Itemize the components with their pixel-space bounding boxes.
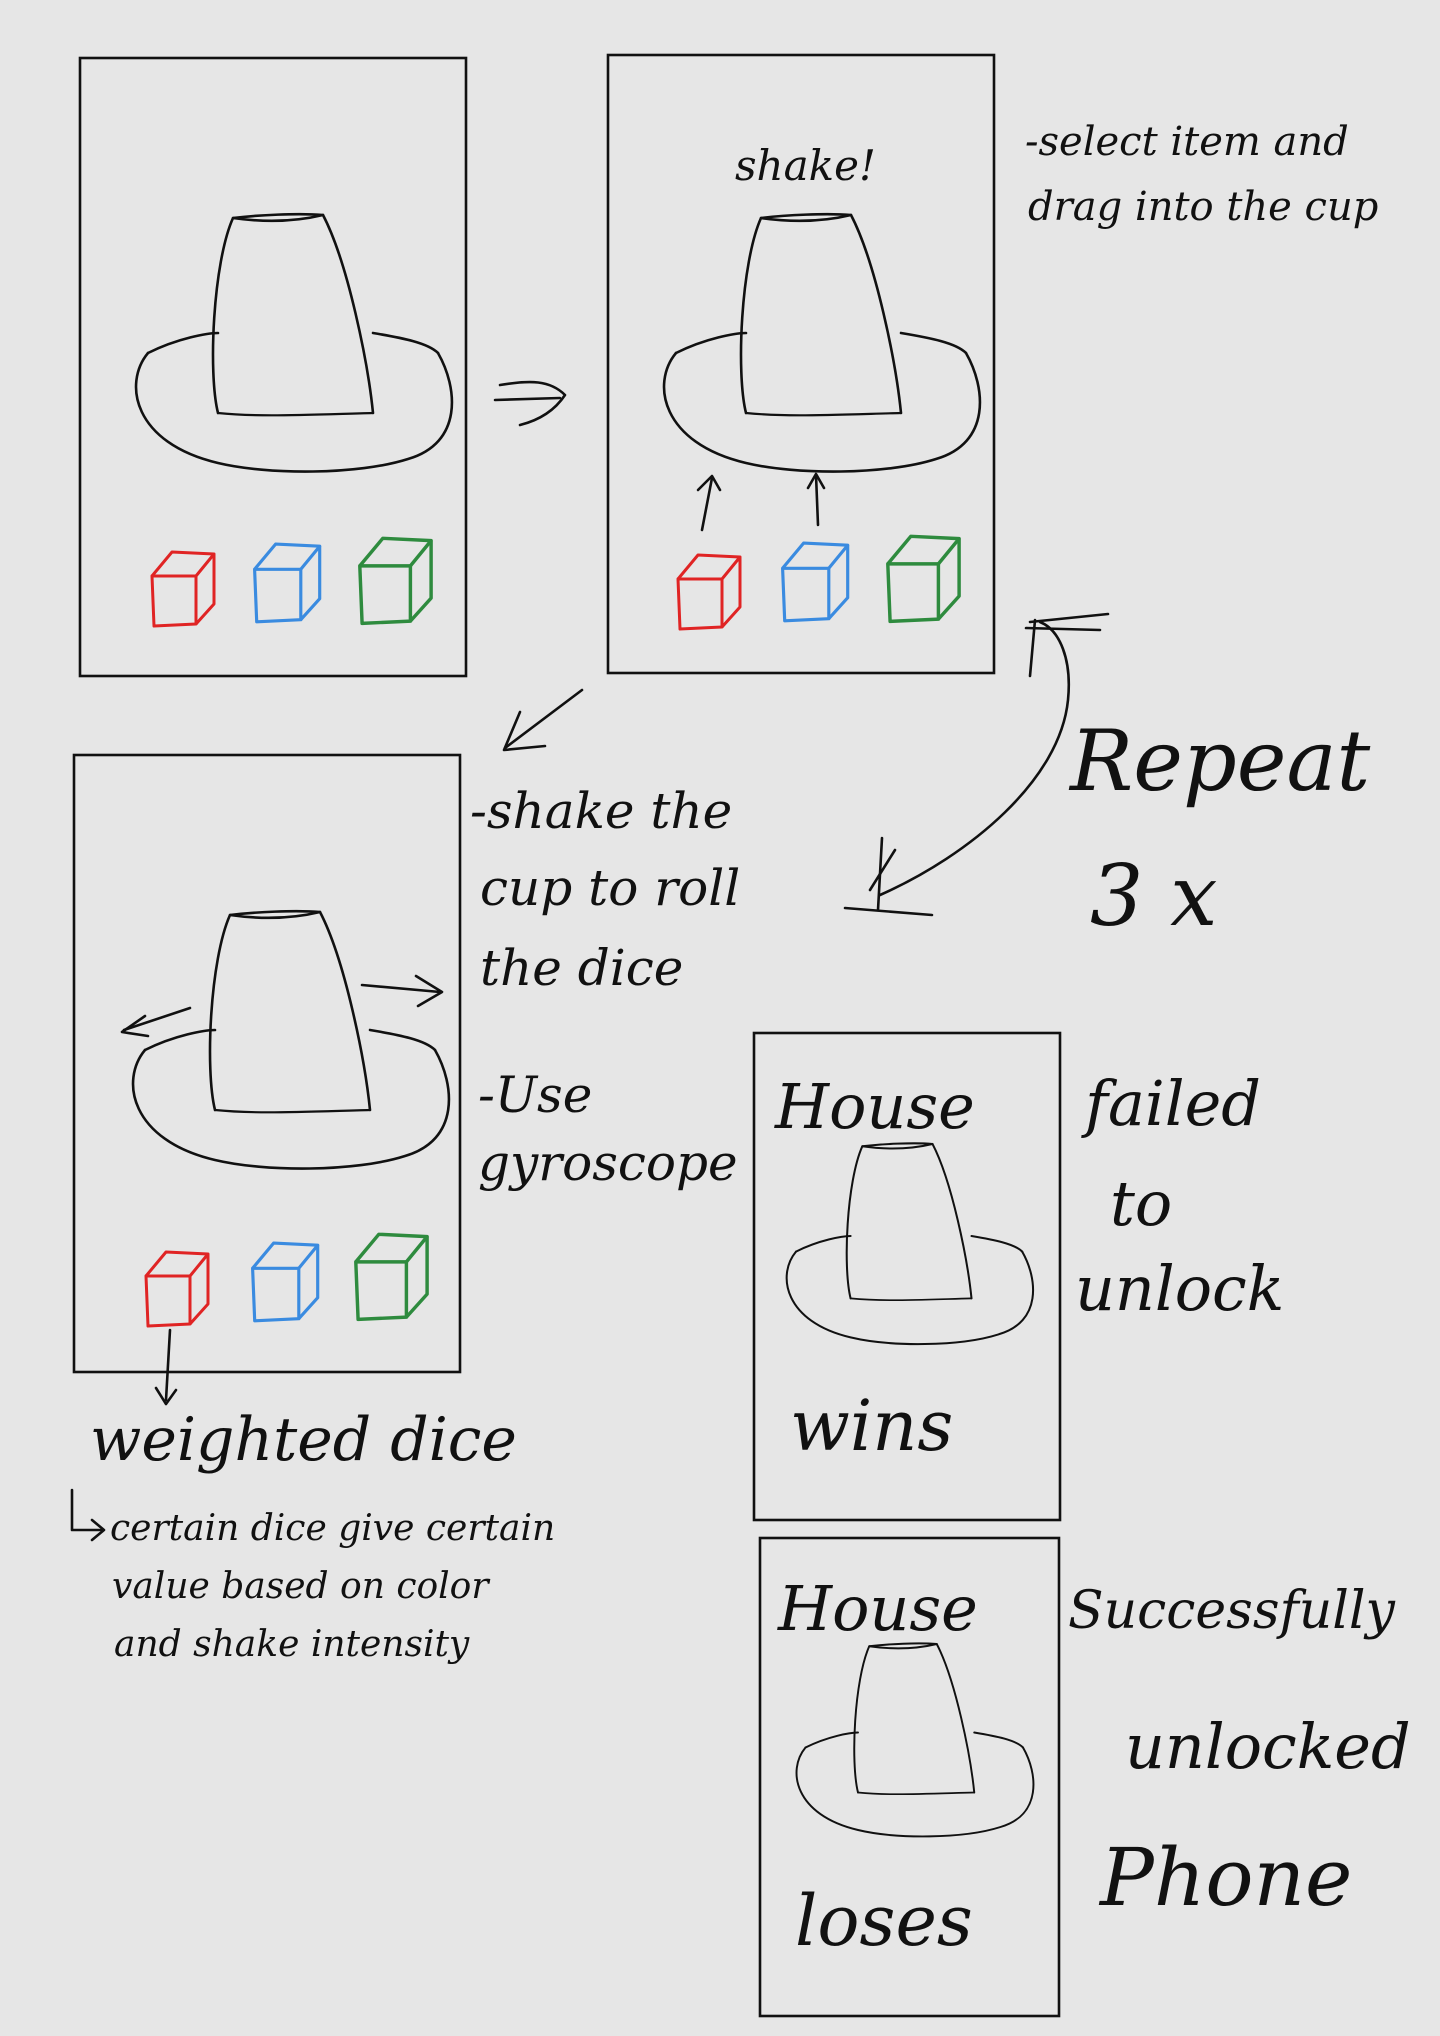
- screen-2: shake!: [606, 53, 996, 675]
- note-gyro-line-2: gyroscope: [478, 1134, 738, 1192]
- success-line-1: Successfully: [1068, 1581, 1396, 1641]
- drag-arrow-1: [696, 474, 722, 532]
- red-die-icon[interactable]: [150, 550, 216, 628]
- shake-right-arrow: [360, 974, 444, 1008]
- cup-icon: [134, 212, 454, 473]
- weighted-body-line-1: certain dice give certain: [110, 1508, 555, 1549]
- repeat-label: Repeat: [1068, 712, 1371, 810]
- shake-left-arrow: [120, 1006, 192, 1038]
- note-shake-line-2: cup to roll: [480, 859, 740, 917]
- note-weighted: weighted dice certain dice give certain …: [70, 1405, 555, 1665]
- success-line-3: Phone: [1098, 1831, 1352, 1924]
- weighted-title: weighted dice: [90, 1405, 517, 1475]
- screen-3-frame: [72, 753, 462, 1374]
- arrow-down-left: [502, 688, 584, 752]
- shake-prompt: shake!: [735, 141, 876, 190]
- screen-1: [78, 56, 468, 678]
- repeat-arrow: [843, 612, 1110, 917]
- weighted-pointer-arrow: [154, 1328, 178, 1406]
- drag-arrow-2: [806, 472, 826, 527]
- screen-4: House wins: [752, 1031, 1062, 1522]
- note-success: Successfully unlocked Phone: [1068, 1581, 1411, 1924]
- wins-label: wins: [790, 1385, 953, 1467]
- note-failed: failed to unlock: [1075, 1067, 1284, 1325]
- screen-5: House loses: [758, 1536, 1061, 2018]
- note-repeat: Repeat 3 x: [1068, 712, 1371, 945]
- note-drag-line-1: -select item and: [1025, 119, 1349, 165]
- note-shake-line-1: -shake the: [470, 782, 732, 840]
- green-die-icon[interactable]: [358, 536, 433, 626]
- failed-line-1: failed: [1081, 1067, 1261, 1140]
- cup-icon: [662, 212, 982, 473]
- weighted-body-line-3: and shake intensity: [114, 1624, 470, 1665]
- repeat-count: 3 x: [1090, 847, 1218, 945]
- screen-5-frame: [758, 1536, 1061, 2018]
- note-shake-line-3: the dice: [480, 939, 683, 997]
- screen-1-frame: [78, 56, 468, 678]
- red-die-icon[interactable]: [144, 1250, 210, 1328]
- note-shake: -shake the cup to roll the dice: [470, 782, 740, 997]
- screen-3: [72, 753, 462, 1406]
- sub-arrow: [70, 1488, 104, 1532]
- cup-icon: [795, 1642, 1035, 1838]
- house-label: House: [777, 1572, 978, 1645]
- blue-die-icon[interactable]: [781, 541, 850, 623]
- green-die-icon[interactable]: [886, 534, 961, 624]
- blue-die-icon[interactable]: [251, 1241, 320, 1323]
- note-gyro: -Use gyroscope: [478, 1066, 738, 1192]
- cup-icon: [785, 1142, 1035, 1346]
- double-arrow-right: [493, 380, 567, 427]
- cup-icon: [131, 909, 451, 1170]
- screen-4-frame: [752, 1031, 1062, 1522]
- note-drag-line-2: drag into the cup: [1028, 184, 1378, 230]
- failed-line-3: unlock: [1075, 1252, 1284, 1325]
- note-gyro-line-1: -Use: [478, 1066, 592, 1124]
- weighted-body-line-2: value based on color: [112, 1566, 490, 1607]
- note-drag: -select item and drag into the cup: [1025, 119, 1378, 230]
- loses-label: loses: [795, 1880, 973, 1962]
- green-die-icon[interactable]: [354, 1232, 429, 1322]
- blue-die-icon[interactable]: [253, 542, 322, 624]
- house-label: House: [774, 1070, 975, 1143]
- red-die-icon[interactable]: [676, 553, 742, 631]
- screen-2-frame: [606, 53, 996, 675]
- success-line-2: unlocked: [1125, 1710, 1411, 1783]
- failed-line-2: to: [1110, 1167, 1172, 1240]
